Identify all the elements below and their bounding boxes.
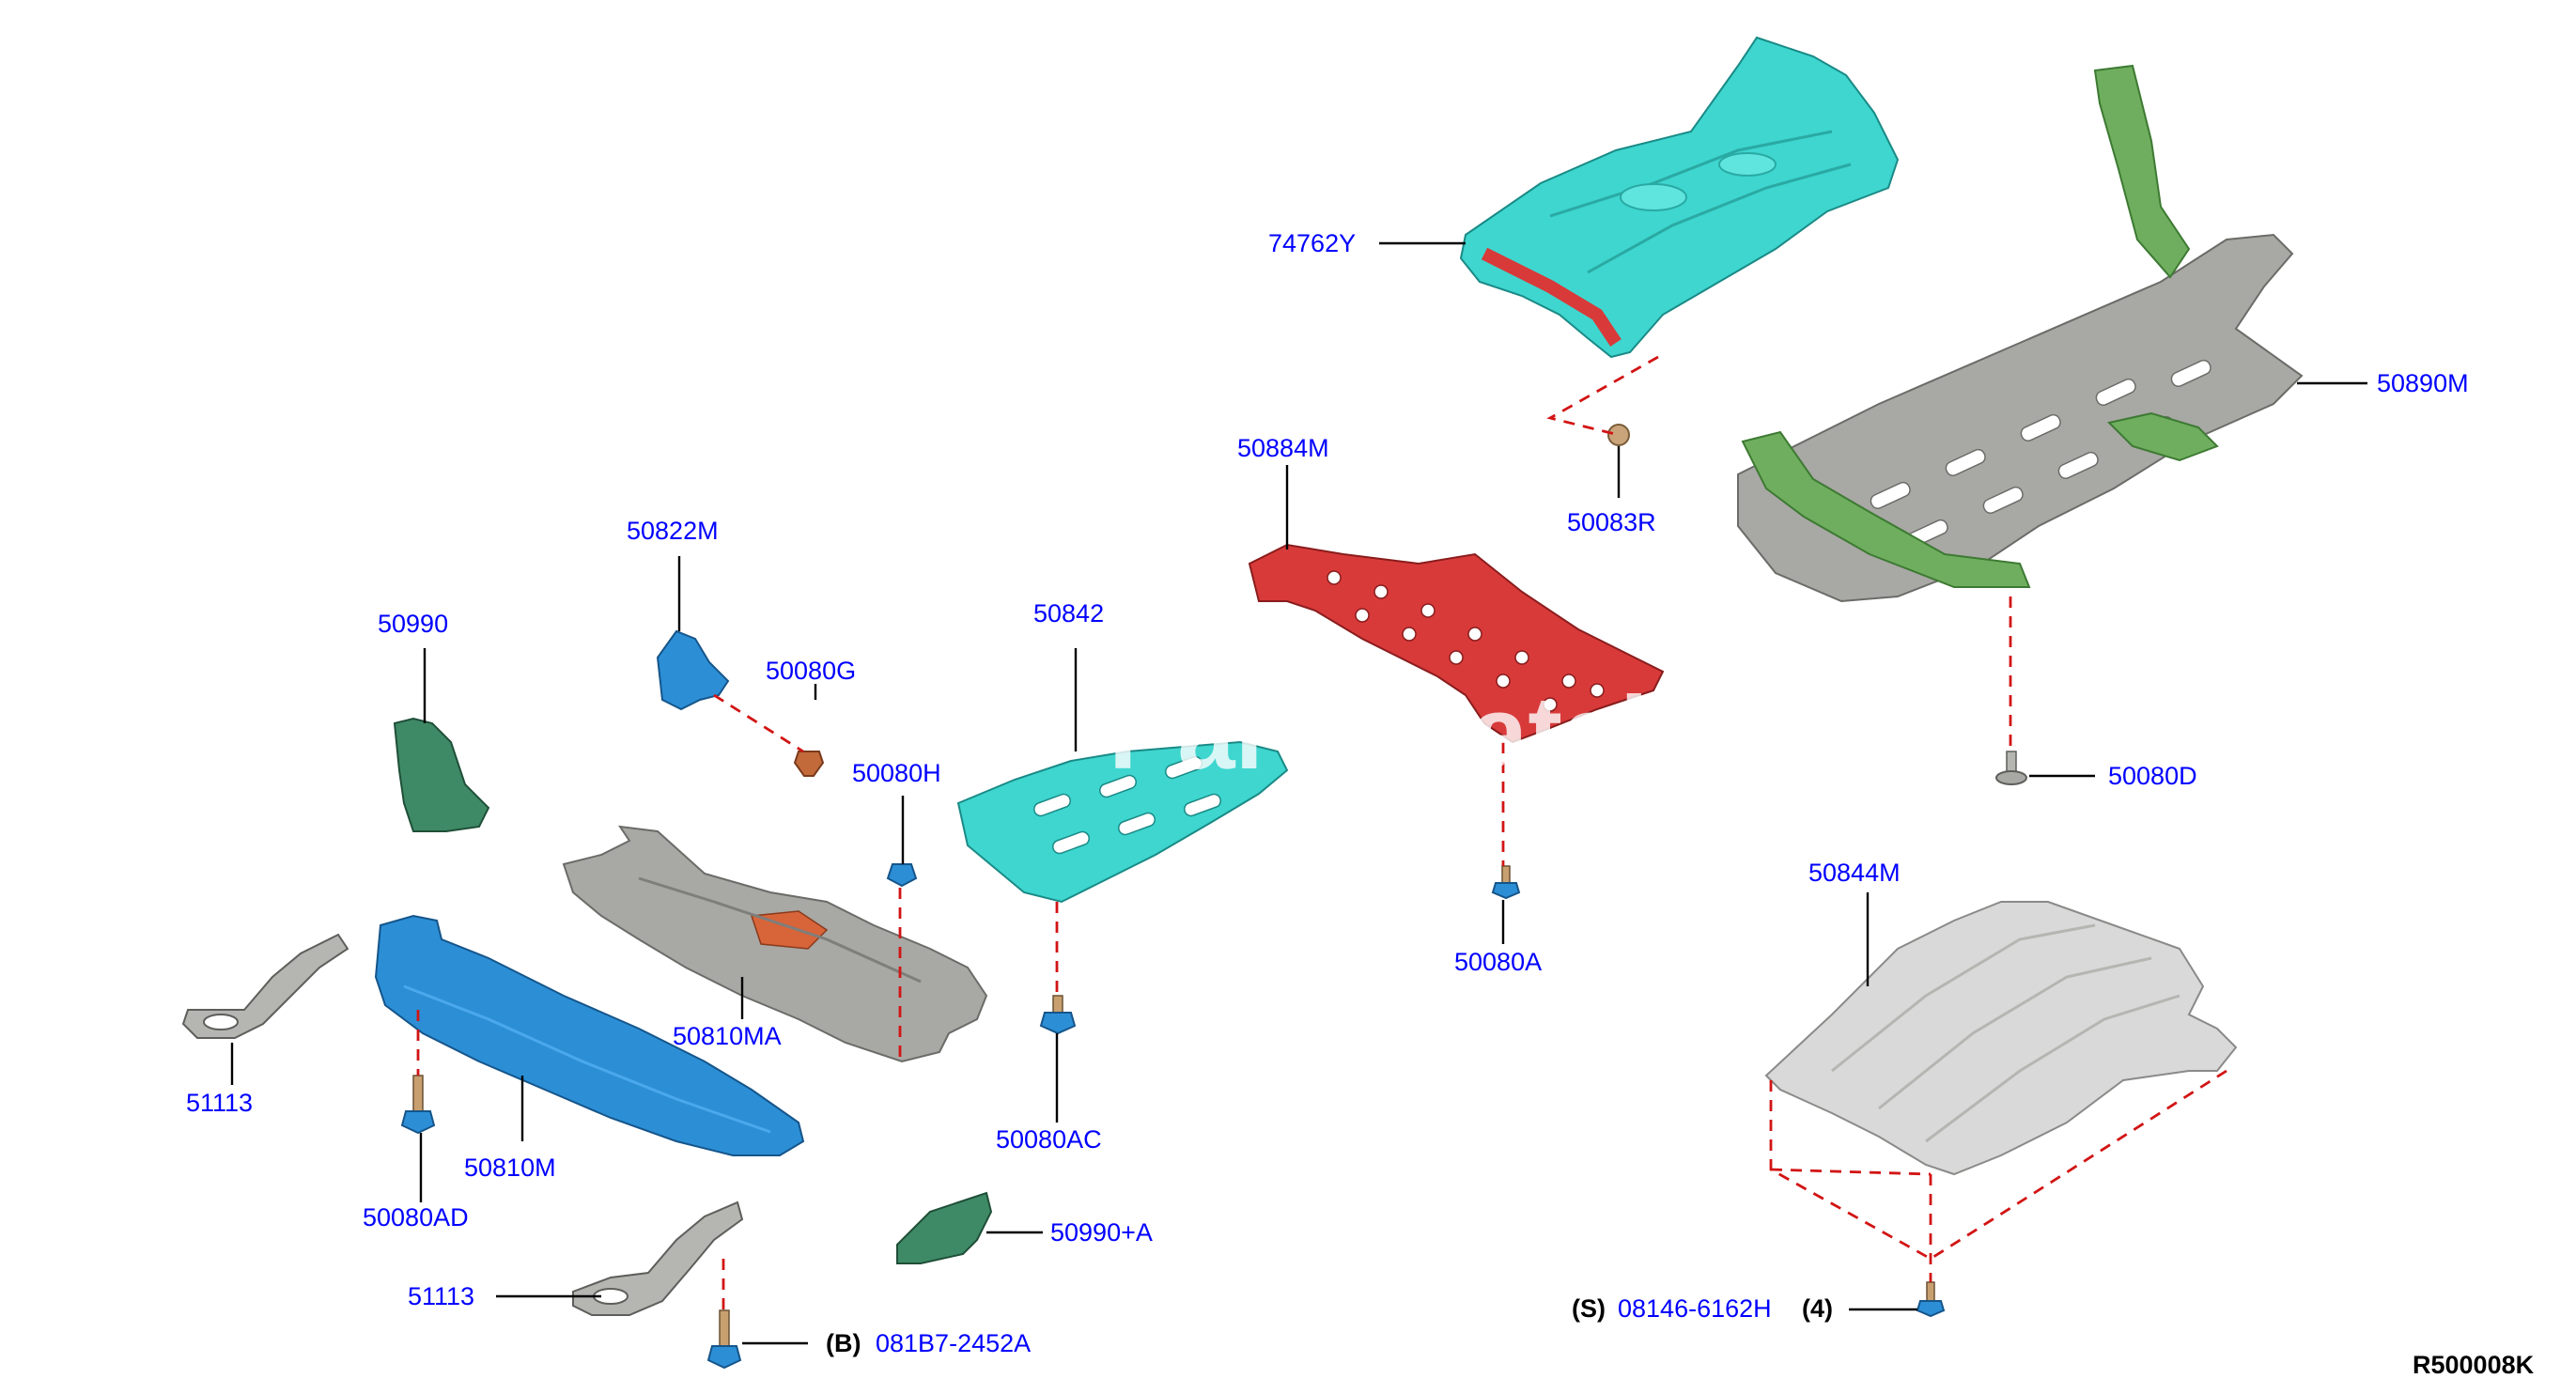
label-50080a[interactable]: 50080A bbox=[1454, 948, 1542, 976]
leader-lines bbox=[230, 241, 2367, 1345]
bolt-081b7-2452a[interactable] bbox=[706, 1309, 742, 1370]
clip-50083r[interactable] bbox=[1607, 424, 1630, 446]
bolt-50080d[interactable] bbox=[1995, 751, 2027, 785]
label-50990[interactable]: 50990 bbox=[378, 610, 448, 638]
label-74762y[interactable]: 74762Y bbox=[1268, 229, 1356, 257]
label-50080ac[interactable]: 50080AC bbox=[996, 1125, 1102, 1154]
clip-50080h[interactable] bbox=[886, 863, 918, 888]
label-prefix-b: (B) bbox=[826, 1329, 861, 1357]
bolt-50080ad[interactable] bbox=[400, 1075, 436, 1135]
skid-plate-50890m[interactable] bbox=[1737, 64, 2304, 603]
label-081b7-2452a[interactable]: 081B7-2452A bbox=[876, 1329, 1031, 1357]
tow-hook-51113-bottom[interactable] bbox=[572, 1200, 744, 1316]
clip-50080g[interactable] bbox=[793, 751, 825, 777]
label-50080h[interactable]: 50080H bbox=[852, 759, 941, 787]
label-50884m[interactable]: 50884M bbox=[1237, 434, 1329, 462]
bracket-50990[interactable] bbox=[393, 717, 490, 832]
label-51113-bottom[interactable]: 51113 bbox=[408, 1282, 474, 1310]
part-labels: 74762Y 50890M 50884M 50083R 50822M 50990… bbox=[186, 229, 2469, 1357]
label-prefix-s: (S) bbox=[1572, 1294, 1606, 1323]
bolt-50080ac[interactable] bbox=[1039, 995, 1077, 1035]
bolt-08146-6162h[interactable] bbox=[1916, 1281, 1946, 1318]
tow-hook-51113-top[interactable] bbox=[181, 933, 349, 1039]
label-50844m[interactable]: 50844M bbox=[1808, 859, 1901, 887]
under-cover-50810m[interactable] bbox=[374, 914, 805, 1156]
label-50080g[interactable]: 50080G bbox=[766, 657, 856, 685]
label-50810ma[interactable]: 50810MA bbox=[673, 1022, 782, 1050]
label-08146-6162h[interactable]: 08146-6162H bbox=[1618, 1294, 1772, 1323]
label-50080d[interactable]: 50080D bbox=[2108, 762, 2197, 790]
bracket-50842[interactable] bbox=[956, 740, 1289, 904]
skid-plate-50844m[interactable] bbox=[1764, 901, 2238, 1176]
label-50083r[interactable]: 50083R bbox=[1567, 508, 1656, 536]
label-50810m[interactable]: 50810M bbox=[464, 1154, 556, 1182]
label-50080ad[interactable]: 50080AD bbox=[363, 1203, 469, 1231]
bracket-50884m[interactable] bbox=[1248, 543, 1665, 744]
assembly-dashed-lines bbox=[416, 355, 2227, 1310]
label-50990a[interactable]: 50990+A bbox=[1050, 1218, 1153, 1247]
label-quantity-4: (4) bbox=[1802, 1294, 1833, 1323]
bracket-50990a[interactable] bbox=[896, 1191, 993, 1264]
bracket-50822m[interactable] bbox=[656, 629, 730, 711]
under-cover-50810ma[interactable] bbox=[562, 825, 988, 1063]
label-50890m[interactable]: 50890M bbox=[2377, 369, 2469, 397]
label-50822m[interactable]: 50822M bbox=[627, 517, 719, 545]
diagram-reference-code: R500008K bbox=[2413, 1351, 2535, 1379]
label-51113-top[interactable]: 51113 bbox=[186, 1089, 253, 1117]
label-50842[interactable]: 50842 bbox=[1033, 599, 1104, 627]
clip-50080a[interactable] bbox=[1491, 865, 1521, 900]
heat-insulator-74762y[interactable] bbox=[1459, 36, 1900, 359]
watermark: Parts.Catal bbox=[1109, 675, 1649, 791]
